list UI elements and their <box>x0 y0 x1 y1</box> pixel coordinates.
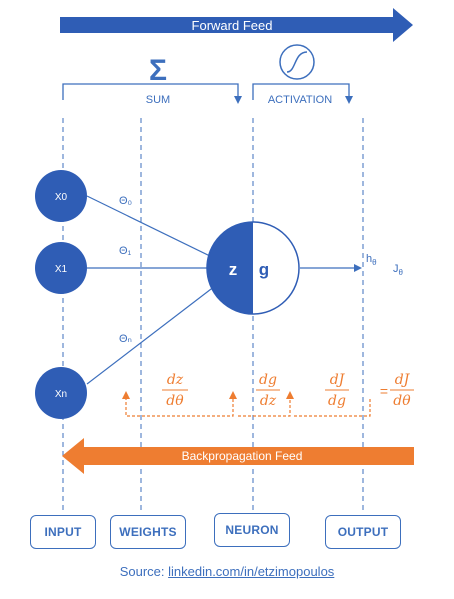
neuron-box: NEURON <box>214 513 290 547</box>
backpropagation-arrow <box>62 438 414 474</box>
weight-label-n: Θₙ <box>119 333 132 345</box>
weight-label-0: Θ₀ <box>119 195 132 207</box>
chain-arrowheads <box>122 391 294 399</box>
activation-bracket <box>252 83 353 104</box>
output-label: hθ <box>366 253 377 267</box>
input-label-x0: X0 <box>55 192 68 203</box>
forward-feed-arrow <box>60 8 413 42</box>
equals-sign: = <box>380 383 388 399</box>
source-caption: Source: linkedin.com/in/etzimopoulos <box>0 564 454 579</box>
derivative-dz-dtheta: dz dθ <box>162 372 188 409</box>
neuron-z-label: z <box>229 260 238 279</box>
derivative-dg-dz: dg dz <box>256 372 280 409</box>
svg-text:dJ: dJ <box>330 372 346 388</box>
weight-label-1: Θ₁ <box>119 245 132 257</box>
svg-text:dg: dg <box>328 393 346 409</box>
chain-rule-brackets <box>125 397 371 417</box>
svg-text:dθ: dθ <box>166 393 184 409</box>
activation-label: ACTIVATION <box>268 94 332 106</box>
connections <box>86 195 216 385</box>
connection-xn <box>86 285 216 385</box>
source-prefix: Source: <box>119 564 169 579</box>
derivative-dj-dg: dJ dg <box>325 372 349 409</box>
input-label-xn: Xn <box>55 389 67 400</box>
cost-label: Jθ <box>393 263 404 277</box>
neuron-g-label: g <box>259 260 269 279</box>
input-node-xn <box>35 367 87 419</box>
svg-text:dz: dz <box>260 393 277 409</box>
svg-text:dJ: dJ <box>395 372 411 388</box>
svg-text:dθ: dθ <box>393 393 411 409</box>
chain-bracket-weights <box>125 397 234 417</box>
forward-feed-label: Forward Feed <box>192 18 273 33</box>
input-box: INPUT <box>30 515 96 549</box>
input-node-x1 <box>35 242 87 294</box>
output-box: OUTPUT <box>325 515 401 549</box>
source-link[interactable]: linkedin.com/in/etzimopoulos <box>168 564 335 579</box>
input-label-x1: X1 <box>55 264 68 275</box>
connection-x0 <box>86 195 215 259</box>
sum-label: SUM <box>146 94 170 106</box>
chain-bracket-neuron <box>238 397 291 417</box>
svg-text:dg: dg <box>259 372 277 388</box>
sigma-icon: Σ <box>149 54 167 87</box>
derivative-dj-dtheta: dJ dθ <box>390 372 414 409</box>
input-node-x0 <box>35 170 87 222</box>
backpropagation-label: Backpropagation Feed <box>182 449 303 463</box>
sigmoid-icon <box>279 44 315 80</box>
svg-text:dz: dz <box>167 372 184 388</box>
neuron-node <box>206 221 300 315</box>
weights-box: WEIGHTS <box>110 515 186 549</box>
sum-bracket <box>62 83 242 104</box>
chain-bracket-output <box>294 397 371 417</box>
